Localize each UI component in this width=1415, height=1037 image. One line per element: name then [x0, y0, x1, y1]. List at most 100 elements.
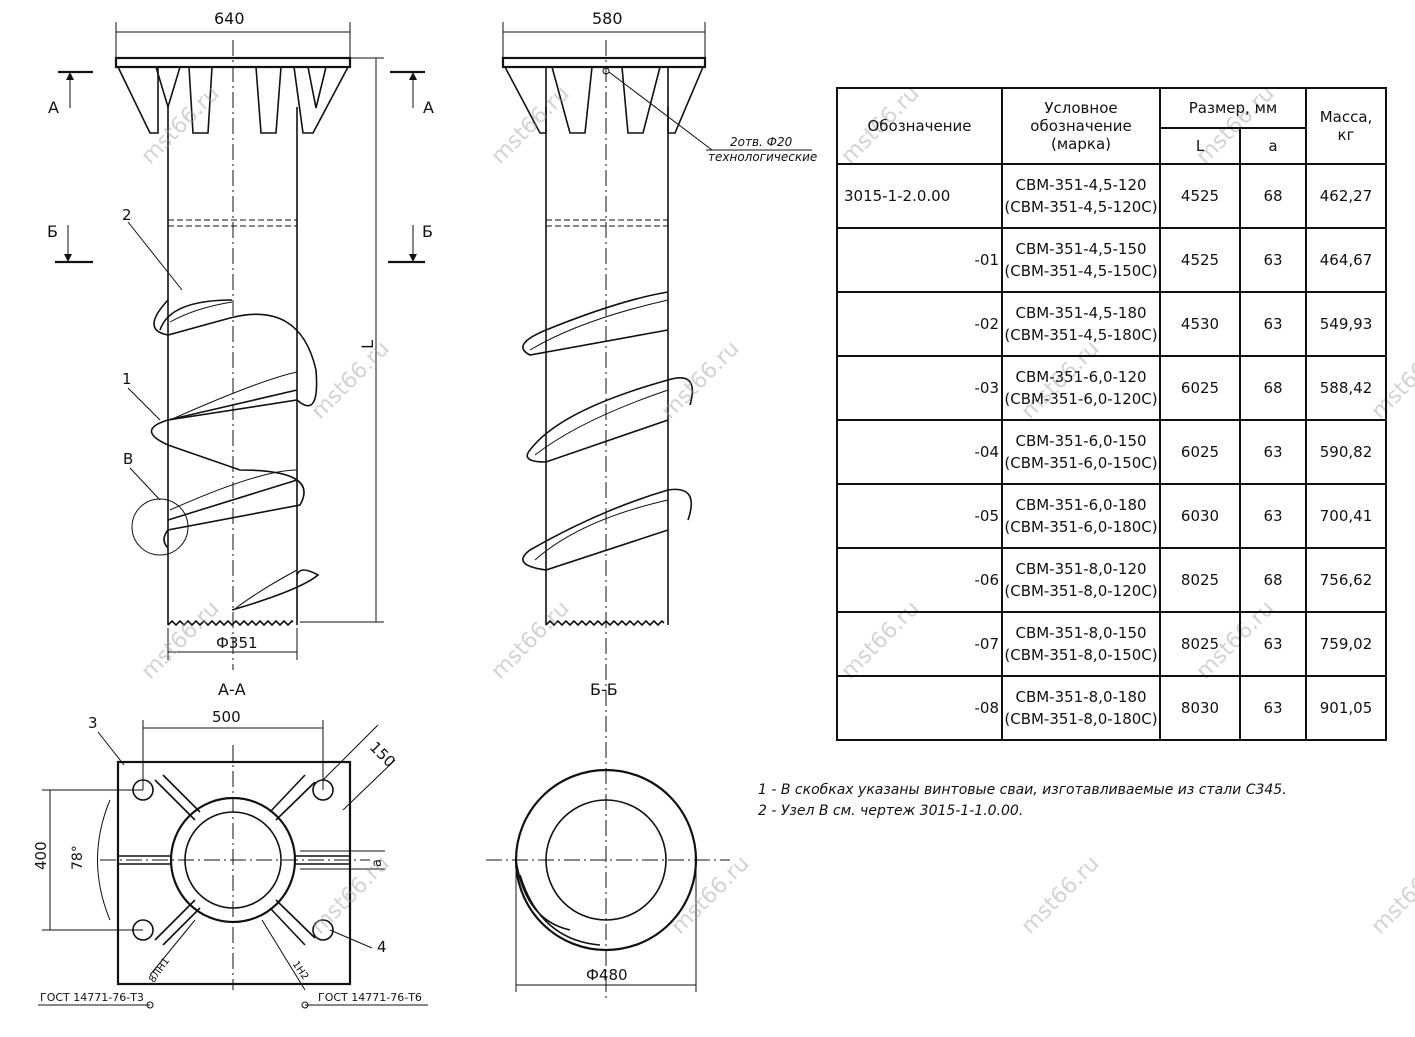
row-a: 63	[1239, 483, 1307, 549]
dim-640: 640	[214, 9, 245, 28]
row-designation: -06	[836, 547, 1003, 613]
dim-500: 500	[212, 708, 241, 726]
row-L: 8025	[1159, 611, 1241, 677]
section-bb-title: Б-Б	[590, 680, 618, 699]
row-mass: 700,41	[1305, 483, 1387, 549]
row-mark-main: СВМ-351-4,5-180	[1015, 304, 1147, 322]
row-mass: 462,27	[1305, 163, 1387, 229]
header-mark-line1: Условное	[1044, 99, 1118, 117]
row-mark-alt: (СВМ-351-6,0-120С)	[1004, 390, 1158, 408]
row-mass: 901,05	[1305, 675, 1387, 741]
header-designation: Обозначение	[836, 87, 1003, 165]
row-mark: СВМ-351-6,0-150 (СВМ-351-6,0-150С)	[1001, 419, 1161, 485]
table-row: -06 СВМ-351-8,0-120(СВМ-351-8,0-120С) 80…	[836, 547, 1387, 613]
table-row: -02 СВМ-351-4,5-180 (СВМ-351-4,5-180С) 45…	[836, 291, 1387, 357]
header-mass-line1: Масса,	[1319, 108, 1373, 126]
row-L: 8030	[1159, 675, 1241, 741]
gost-right: ГОСТ 14771-76-Т6	[318, 991, 422, 1004]
header-mark: Условное обозначение (марка)	[1001, 87, 1161, 165]
dim-L: L	[358, 340, 377, 349]
callout-3: 3	[88, 714, 98, 732]
section-b-mark-right: Б	[422, 222, 433, 241]
row-a: 63	[1239, 611, 1307, 677]
row-mark-alt: (СВМ-351-6,0-150С)	[1004, 454, 1158, 472]
row-L: 4525	[1159, 227, 1241, 293]
row-mass: 588,42	[1305, 355, 1387, 421]
holes-note-line2: технологические	[708, 150, 817, 164]
svg-text:mst66.ru: mst66.ru	[1367, 851, 1415, 939]
row-L: 6025	[1159, 355, 1241, 421]
row-mark-main: СВМ-351-6,0-180	[1015, 496, 1147, 514]
row-L: 6025	[1159, 419, 1241, 485]
table-row: -03 СВМ-351-6,0-120 (СВМ-351-6,0-120С) 60…	[836, 355, 1387, 421]
table-row: -04 СВМ-351-6,0-150 (СВМ-351-6,0-150С) 60…	[836, 419, 1387, 485]
header-size: Размер, мм	[1159, 86, 1307, 130]
row-a: 68	[1239, 355, 1307, 421]
svg-text:mst66.ru: mst66.ru	[137, 81, 225, 169]
dim-400: 400	[32, 841, 50, 870]
pile-front-view: 640 А А Б	[47, 9, 434, 670]
row-mark-alt: (СВМ-351-8,0-120С)	[1004, 582, 1158, 600]
section-aa-title: А-А	[218, 680, 246, 699]
row-mass: 756,62	[1305, 547, 1387, 613]
callout-v: В	[123, 450, 133, 468]
row-a: 68	[1239, 547, 1307, 613]
row-mark-main: СВМ-351-8,0-180	[1015, 688, 1147, 706]
row-a: 63	[1239, 419, 1307, 485]
row-mark-alt: (СВМ-351-8,0-150С)	[1004, 646, 1158, 664]
row-designation: -01	[836, 227, 1003, 293]
header-a: a	[1239, 127, 1307, 165]
row-mark: СВМ-351-6,0-120 (СВМ-351-6,0-120С)	[1001, 355, 1161, 421]
callout-1: 1	[122, 370, 132, 388]
row-mark-main: СВМ-351-4,5-150	[1015, 240, 1147, 258]
row-mark-alt: (СВМ-351-4,5-120С)	[1004, 198, 1158, 216]
section-b-mark-left: Б	[47, 222, 58, 241]
callout-4: 4	[377, 938, 387, 956]
row-designation: -05	[836, 483, 1003, 549]
row-mark: СВМ-351-8,0-180(СВМ-351-8,0-180С)	[1001, 675, 1161, 741]
section-a-mark-right: А	[423, 98, 434, 117]
svg-text:mst66.ru: mst66.ru	[1017, 851, 1105, 939]
row-mark-main: СВМ-351-6,0-120	[1015, 368, 1147, 386]
section-a-mark-left: А	[48, 98, 59, 117]
row-mark: СВМ-351-4,5-150 (СВМ-351-4,5-150С)	[1001, 227, 1161, 293]
row-mark: СВМ-351-4,5-180 (СВМ-351-4,5-180С)	[1001, 291, 1161, 357]
table-row: 3015-1-2.0.00 СВМ-351-4,5-120 (СВМ-351-4,…	[836, 163, 1387, 229]
row-a: 63	[1239, 675, 1307, 741]
row-designation: -03	[836, 355, 1003, 421]
header-mass: Масса, кг	[1305, 87, 1387, 165]
row-mark: СВМ-351-6,0-180(СВМ-351-6,0-180С)	[1001, 483, 1161, 549]
callout-2: 2	[122, 206, 132, 224]
row-mark: СВМ-351-4,5-120 (СВМ-351-4,5-120С)	[1001, 163, 1161, 229]
row-designation: -02	[836, 291, 1003, 357]
row-mark-alt: (СВМ-351-4,5-180С)	[1004, 326, 1158, 344]
pile-side-view: 580 2отв. Ф20 технологические	[501, 9, 817, 1000]
row-mark-alt: (СВМ-351-4,5-150С)	[1004, 262, 1158, 280]
row-mass: 590,82	[1305, 419, 1387, 485]
note-1: 1 - В скобках указаны винтовые сваи, изг…	[758, 782, 1287, 798]
svg-text:mst66.ru: mst66.ru	[487, 596, 575, 684]
row-L: 6030	[1159, 483, 1241, 549]
notes: 1 - В скобках указаны винтовые сваи, изг…	[758, 780, 1287, 822]
dim-150: 150	[366, 738, 399, 771]
dim-angle: 78°	[70, 845, 86, 870]
row-mark-main: СВМ-351-8,0-150	[1015, 624, 1147, 642]
row-mass: 464,67	[1305, 227, 1387, 293]
row-L: 8025	[1159, 547, 1241, 613]
row-designation: -08	[836, 675, 1003, 741]
table-row: -01 СВМ-351-4,5-150 (СВМ-351-4,5-150С) 45…	[836, 227, 1387, 293]
header-mass-line2: кг	[1337, 126, 1355, 144]
row-mark-main: СВМ-351-4,5-120	[1015, 176, 1147, 194]
row-mark-main: СВМ-351-6,0-150	[1015, 432, 1147, 450]
dim-480: Ф480	[586, 966, 628, 984]
gost-left: ГОСТ 14771-76-Т3	[40, 991, 144, 1004]
row-designation: 3015-1-2.0.00	[836, 163, 1003, 229]
row-designation: -04	[836, 419, 1003, 485]
row-mark: СВМ-351-8,0-120(СВМ-351-8,0-120С)	[1001, 547, 1161, 613]
weld-mark-left: 8ЛН1	[147, 956, 172, 985]
row-L: 4530	[1159, 291, 1241, 357]
header-mark-line2: обозначение	[1030, 117, 1132, 135]
row-L: 4525	[1159, 163, 1241, 229]
svg-text:mst66.ru: mst66.ru	[137, 596, 225, 684]
svg-text:mst66.ru: mst66.ru	[307, 336, 395, 424]
